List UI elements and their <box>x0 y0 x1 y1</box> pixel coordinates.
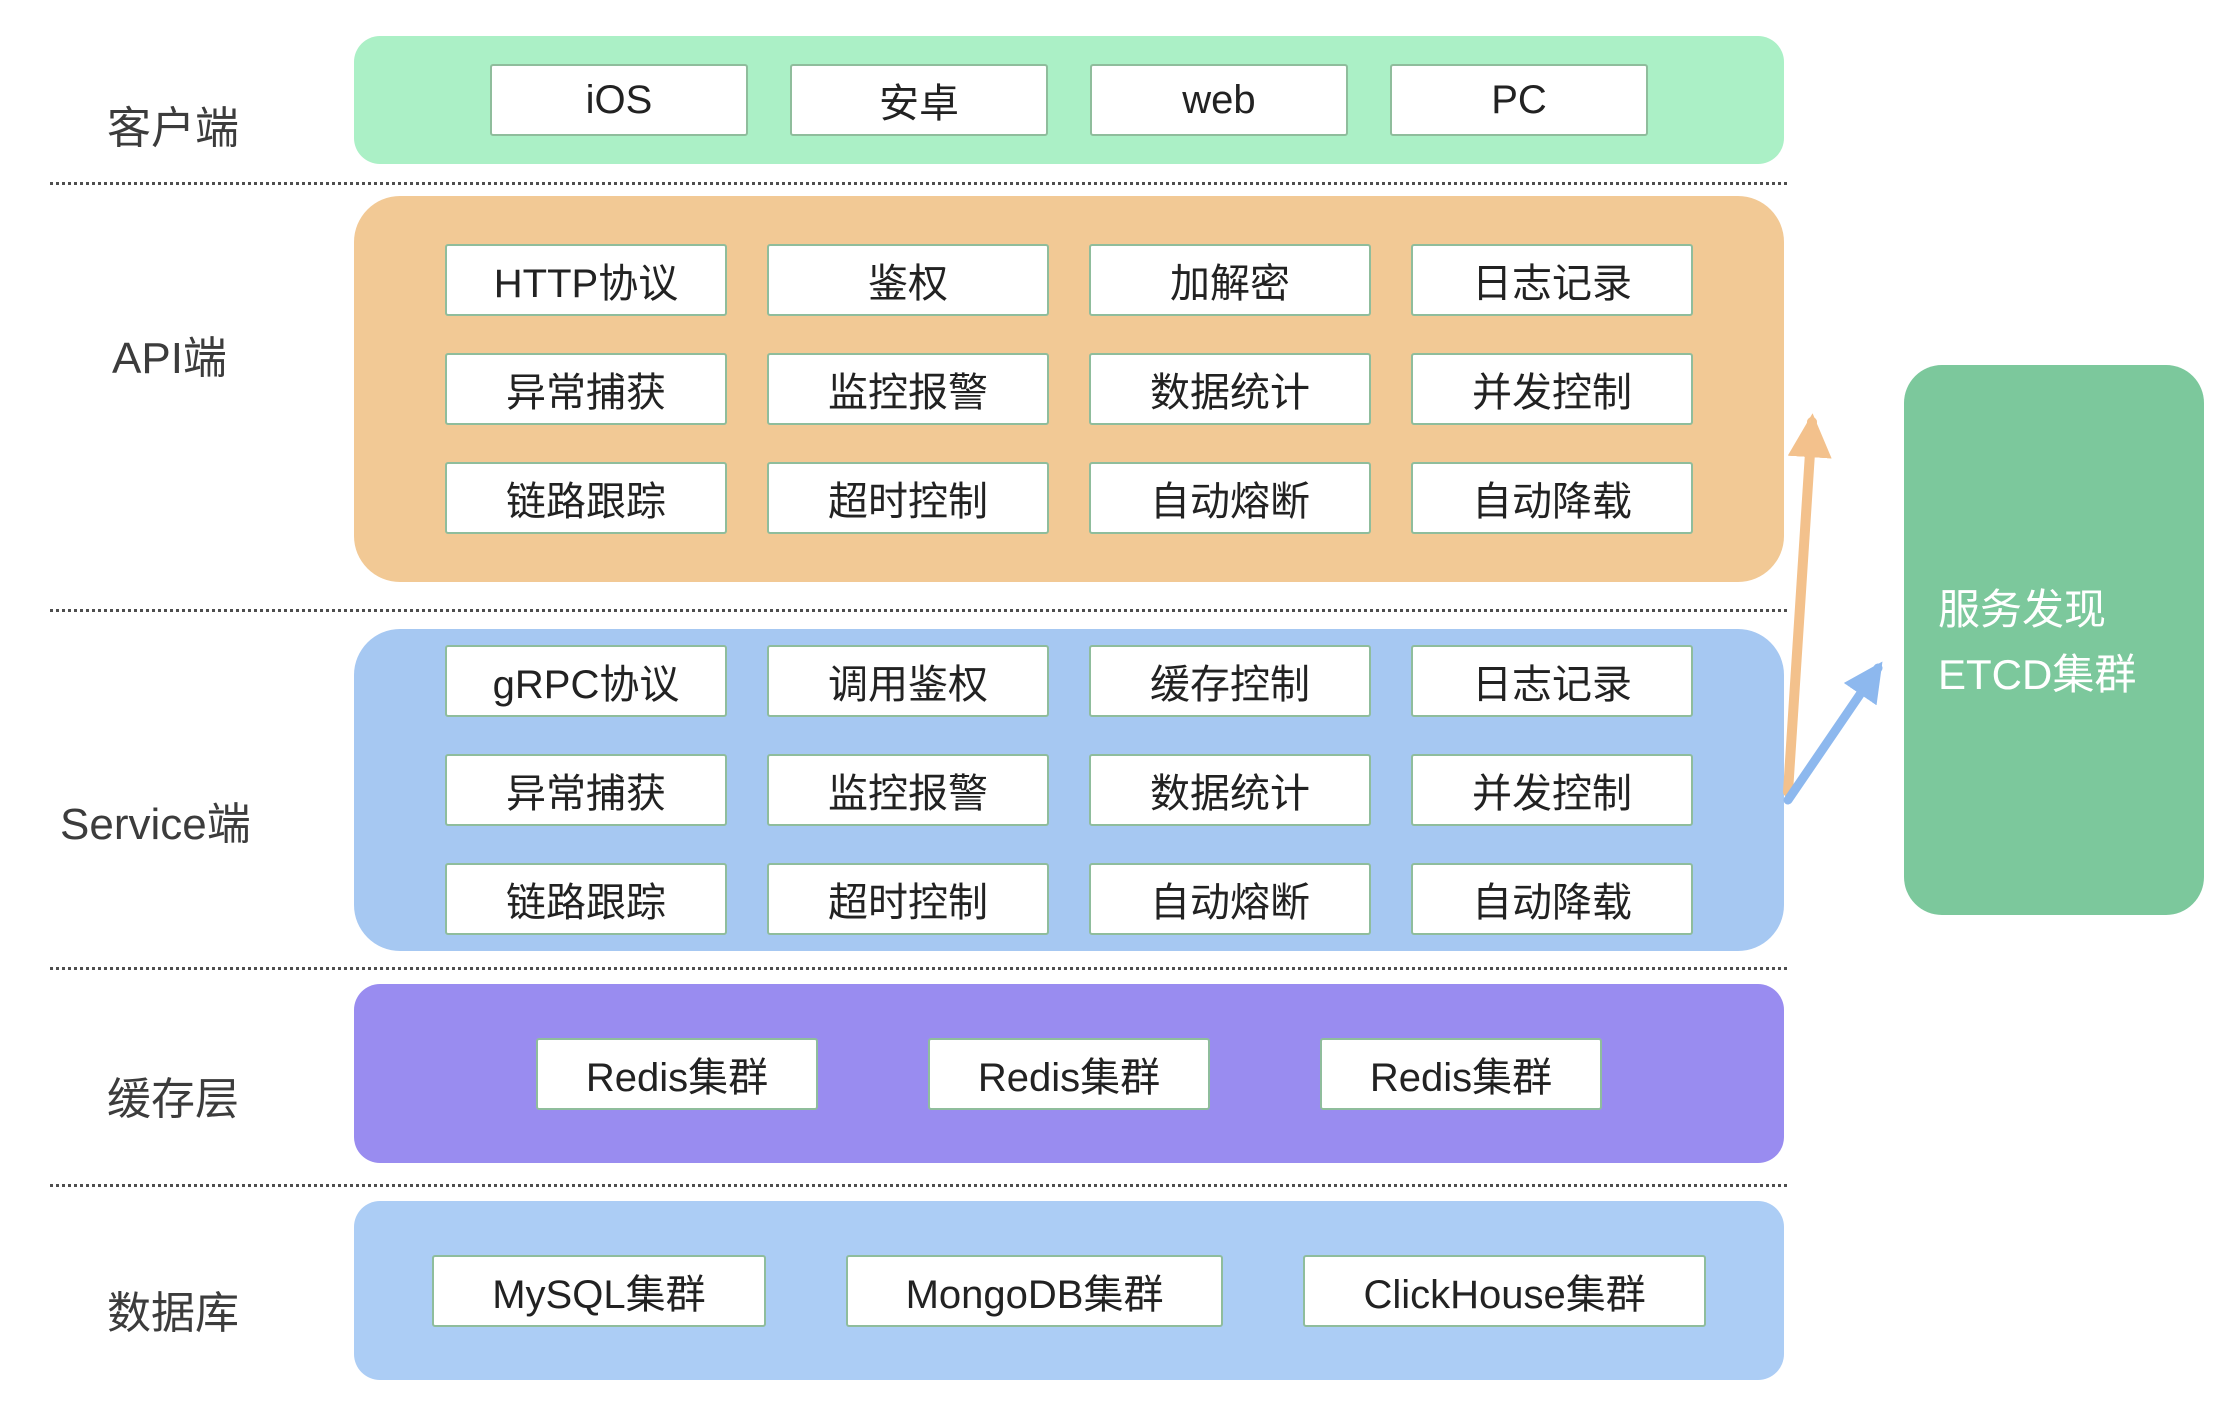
service-feature-grpc-protocol: gRPC协议 <box>445 645 727 717</box>
db-mysql-cluster: MySQL集群 <box>432 1254 766 1327</box>
layer-database: MySQL集群 MongoDB集群 ClickHouse集群 <box>354 1201 1784 1380</box>
client-platform-ios: iOS <box>490 64 748 136</box>
label-service: Service端 <box>60 800 251 849</box>
label-cache: 缓存层 <box>107 1075 239 1124</box>
layer-client: iOS 安卓 web PC <box>354 36 1784 164</box>
api-feature-encryption: 加解密 <box>1089 244 1371 316</box>
label-database: 数据库 <box>107 1289 239 1338</box>
api-feature-monitor-alert: 监控报警 <box>767 353 1049 425</box>
etcd-label-line1: 服务发现 <box>1938 586 2107 633</box>
service-feature-concurrency-control: 并发控制 <box>1411 754 1693 826</box>
db-clickhouse-cluster: ClickHouse集群 <box>1303 1254 1706 1327</box>
api-feature-circuit-breaker: 自动熔断 <box>1089 462 1371 534</box>
etcd-label-line2: ETCD集群 <box>1938 651 2137 699</box>
api-feature-exception-capture: 异常捕获 <box>445 353 727 425</box>
api-feature-auth: 鉴权 <box>767 244 1049 316</box>
api-feature-logging: 日志记录 <box>1411 244 1693 316</box>
layer-api: HTTP协议 鉴权 加解密 日志记录 异常捕获 监控报警 数据统计 并发控制 链… <box>354 196 1784 582</box>
client-platform-android: 安卓 <box>790 64 1048 136</box>
api-feature-data-stats: 数据统计 <box>1089 353 1371 425</box>
arrow-service-to-etcd <box>1783 661 1883 805</box>
api-feature-concurrency-control: 并发控制 <box>1411 353 1693 425</box>
client-platform-web: web <box>1090 64 1348 136</box>
client-platform-pc: PC <box>1390 64 1648 136</box>
service-feature-cache-control: 缓存控制 <box>1089 645 1371 717</box>
api-feature-trace: 链路跟踪 <box>445 462 727 534</box>
service-feature-timeout-control: 超时控制 <box>767 863 1049 935</box>
service-feature-circuit-breaker: 自动熔断 <box>1089 863 1371 935</box>
cache-redis-cluster-3: Redis集群 <box>1320 1037 1602 1110</box>
label-client: 客户端 <box>107 104 239 153</box>
separator-line <box>50 967 1787 970</box>
api-feature-load-shedding: 自动降载 <box>1411 462 1693 534</box>
service-feature-logging: 日志记录 <box>1411 645 1693 717</box>
service-feature-data-stats: 数据统计 <box>1089 754 1371 826</box>
service-feature-call-auth: 调用鉴权 <box>767 645 1049 717</box>
separator-line <box>50 609 1787 612</box>
service-feature-load-shedding: 自动降载 <box>1411 863 1693 935</box>
api-feature-http-protocol: HTTP协议 <box>445 244 727 316</box>
layer-cache: Redis集群 Redis集群 Redis集群 <box>354 984 1784 1163</box>
service-feature-monitor-alert: 监控报警 <box>767 754 1049 826</box>
cache-redis-cluster-1: Redis集群 <box>536 1037 818 1110</box>
separator-line <box>50 182 1787 185</box>
etcd-service-discovery-box: 服务发现 ETCD集群 <box>1904 365 2204 915</box>
db-mongodb-cluster: MongoDB集群 <box>845 1254 1224 1327</box>
cache-redis-cluster-2: Redis集群 <box>928 1037 1210 1110</box>
api-feature-timeout-control: 超时控制 <box>767 462 1049 534</box>
separator-line <box>50 1184 1787 1187</box>
layer-service: gRPC协议 调用鉴权 缓存控制 日志记录 异常捕获 监控报警 数据统计 并发控… <box>354 629 1784 951</box>
arrow-service-to-api-discovery <box>1783 413 1832 797</box>
service-feature-trace: 链路跟踪 <box>445 863 727 935</box>
label-api: API端 <box>112 334 227 383</box>
service-feature-exception-capture: 异常捕获 <box>445 754 727 826</box>
